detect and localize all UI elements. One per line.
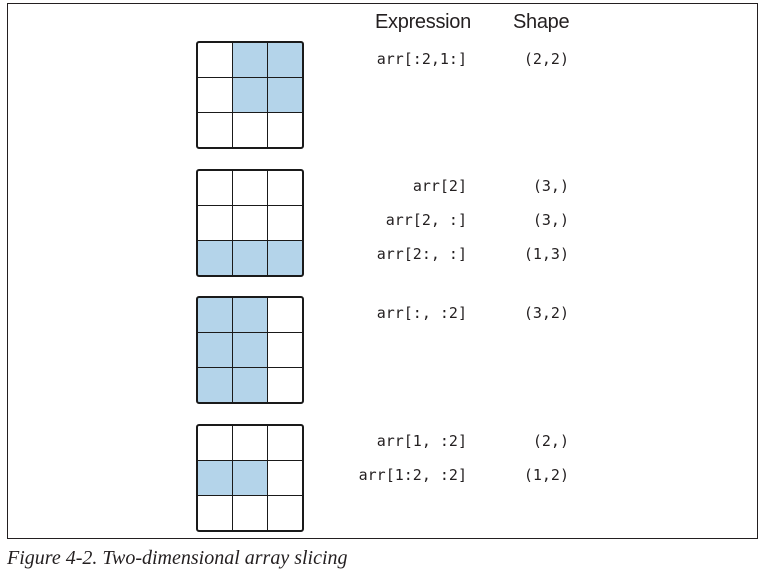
array-cell [268,171,302,205]
highlighted-cell [233,368,267,402]
shape-label: (1,2) [523,466,569,484]
array-cell [268,298,302,332]
array-grid-3 [196,296,304,404]
array-cell [198,496,232,530]
highlighted-cell [268,241,302,275]
array-cell [268,426,302,460]
array-cell [268,461,302,495]
array-cell [198,206,232,240]
expression-label: arr[2:, :] [376,245,467,263]
shape-header: Shape [513,11,570,33]
array-cell [268,333,302,367]
expression-label: arr[2] [412,177,467,195]
array-cell [198,113,232,147]
array-cell [233,171,267,205]
highlighted-cell [198,333,232,367]
expression-label: arr[:2,1:] [376,50,467,68]
array-cell [198,171,232,205]
highlighted-cell [198,241,232,275]
highlighted-cell [233,461,267,495]
array-grid-2 [196,169,304,277]
shape-label: (1,3) [523,245,569,263]
expression-label: arr[:, :2] [376,304,467,322]
expression-label: arr[2, :] [385,211,467,229]
array-cell [233,206,267,240]
array-cell [233,113,267,147]
array-cell [198,426,232,460]
array-grid-1 [196,41,304,149]
highlighted-cell [233,298,267,332]
highlighted-cell [233,78,267,112]
expression-label: arr[1:2, :2] [358,466,467,484]
figure-caption: Figure 4-2. Two-dimensional array slicin… [7,547,348,569]
highlighted-cell [268,43,302,77]
highlighted-cell [233,241,267,275]
highlighted-cell [198,461,232,495]
array-cell [268,206,302,240]
highlighted-cell [198,368,232,402]
array-cell [268,113,302,147]
array-cell [233,426,267,460]
array-grid-4 [196,424,304,532]
expression-label: arr[1, :2] [376,432,467,450]
shape-label: (2,2) [523,50,569,68]
highlighted-cell [233,333,267,367]
shape-label: (3,) [532,177,569,195]
highlighted-cell [233,43,267,77]
shape-label: (3,) [532,211,569,229]
highlighted-cell [198,298,232,332]
figure-frame [7,3,758,539]
expression-header: Expression [375,11,471,33]
shape-label: (2,) [532,432,569,450]
array-cell [268,368,302,402]
array-cell [233,496,267,530]
shape-label: (3,2) [523,304,569,322]
array-cell [198,43,232,77]
array-cell [268,496,302,530]
highlighted-cell [268,78,302,112]
array-cell [198,78,232,112]
